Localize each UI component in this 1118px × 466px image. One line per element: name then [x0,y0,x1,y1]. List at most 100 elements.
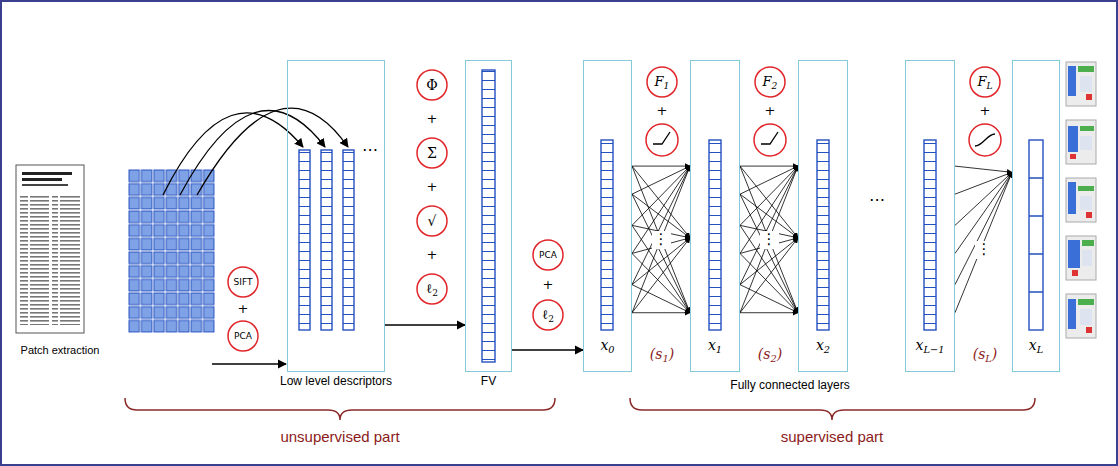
connector-line [740,166,798,313]
connector-line [632,166,690,253]
connector-line [740,194,798,313]
connector-line [740,285,798,313]
connector-line [740,166,798,225]
connector-line [632,238,690,313]
circle-shape [533,300,563,330]
vector-box: x2 [798,60,848,372]
node-label: xL−1 [916,337,945,353]
bracket-label: unsupervised part [280,428,399,445]
plus-sign: + [543,278,554,293]
connector-line [955,166,1012,172]
connector-line [740,166,798,253]
connector-line [632,225,690,312]
connector-line [955,172,1012,312]
connector-line [740,312,798,313]
node-label: ℓ2 [426,282,438,297]
circle-shape [228,267,258,297]
patch-grid [128,169,215,333]
node-label: Low level descriptors [280,375,392,389]
document-thumbnail [16,165,84,333]
node-label: FV [481,375,496,389]
node-label: ℓ2 [542,308,554,323]
connector-line [740,166,798,194]
subscript: L [985,353,992,364]
vector-box: FV [465,60,512,372]
operation-circle: PCA [227,320,259,352]
node-label: √ [428,213,437,229]
vector-bars [299,70,936,362]
patch-arrows [163,108,348,364]
node-label: F2 [763,75,778,90]
vector-box: x1 [690,60,740,372]
connector-line [632,166,690,167]
arrow-connector [512,350,583,351]
connector-line [740,166,798,238]
connector-line [740,225,798,312]
subscript: 2 [432,287,438,297]
circle-shape [647,67,677,97]
connector-line [632,194,690,313]
ellipsis: ⋮ [760,231,779,248]
dense-connections [632,166,690,313]
circle-shape [533,240,563,270]
vector-box: Low level descriptors [287,60,385,372]
subscript: 2 [772,80,778,90]
vector-box: xL−1 [905,60,955,372]
step-label: (s2) [758,346,782,362]
connector-line [740,166,798,313]
node-label: FL [977,75,992,90]
ellipsis: ⋮ [652,231,671,248]
operation-circle: ℓ2 [532,299,564,331]
arrow-connector [385,325,465,326]
connector-line [632,285,690,313]
connector-line [632,253,690,312]
node-label: F1 [655,75,670,90]
connector-line [632,166,690,285]
plus-sign: + [238,302,249,317]
ellipsis: ⋯ [362,141,378,159]
operation-circle: Φ [416,69,448,101]
bracket-label: supervised part [781,428,884,445]
node-label: PCA [539,250,557,260]
subscript: 1 [664,80,670,90]
caption-label: Patch extraction [21,344,100,357]
circle-shape [755,67,785,97]
activation-symbols [646,124,1001,156]
brackets [125,398,1035,420]
plus-sign: + [765,104,776,119]
operation-circle: Σ [416,137,448,169]
subscript: L [986,80,992,90]
connector-line [740,253,798,312]
node-label: x2 [816,337,830,353]
subscript: L [1037,344,1044,355]
dense-connections [955,166,1012,313]
connector-line [740,238,798,313]
operation-circle: F2 [754,66,786,98]
circle-shape [417,274,447,304]
step-label: (s1) [650,346,674,362]
operation-circle: ℓ2 [416,273,448,305]
node-label: PCA [234,331,252,341]
connector-line [955,172,1012,284]
node-label: x0 [600,337,614,353]
connector-line [632,166,690,313]
circle-shape [970,67,1000,97]
plus-sign: + [427,180,438,195]
connector-line [955,172,1012,194]
node-label: Φ [426,77,437,93]
ellipsis: ⋯ [869,191,885,209]
caption-label: Fully connected layers [730,379,849,393]
plus-sign: + [427,248,438,263]
connector-line [955,172,1012,225]
step-label: (sL) [973,346,998,362]
connector-line [632,166,690,225]
operation-circle: F1 [646,66,678,98]
subscript: 2 [548,313,554,323]
node-label: x1 [708,337,722,353]
dense-connections [740,166,798,313]
subscript: 2 [824,344,830,355]
